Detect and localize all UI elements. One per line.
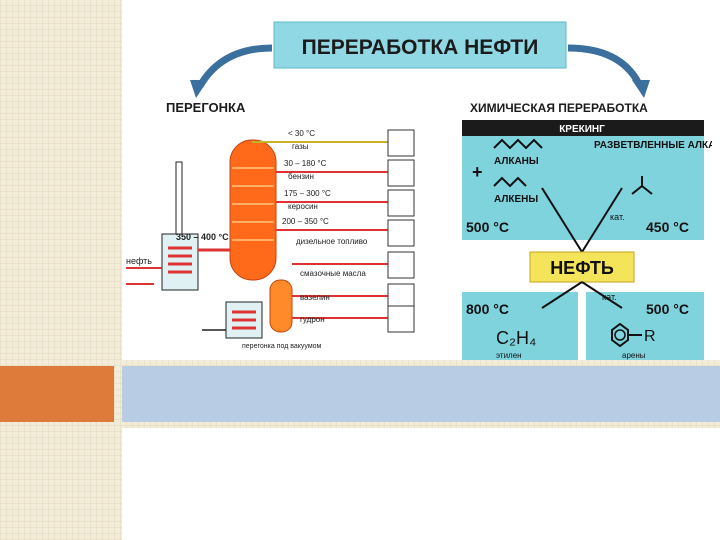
cross-arrows-top	[541, 187, 623, 253]
temp-450: 450 °C	[646, 219, 689, 235]
temp-800: 800 °C	[466, 301, 509, 317]
fraction-temp: 200 – 350 °C	[282, 217, 329, 226]
fraction-row: 175 – 300 °C керосин	[276, 189, 415, 217]
title-banner	[273, 21, 567, 69]
fraction-name: вазелин	[300, 293, 330, 302]
diagram-title: ПЕРЕРАБОТКА НЕФТИ	[302, 36, 539, 59]
branched-label: РАЗВЕТВЛЕННЫЕ АЛКАНЫ	[594, 140, 712, 151]
vacuum-column	[269, 279, 293, 333]
arrow-right-curve	[567, 44, 644, 88]
fraction-name: гудрон	[300, 315, 325, 324]
car-icon	[387, 159, 415, 187]
fraction-row: смазочные масла	[292, 251, 415, 279]
plus-sign: +	[472, 162, 483, 182]
alkenes-label: АЛКЕНЫ	[494, 194, 538, 205]
alkane-zigzag	[493, 138, 543, 150]
ethylene-block	[462, 292, 578, 360]
temp-500: 500 °C	[466, 219, 509, 235]
center-label: НЕФТЬ	[550, 258, 614, 278]
arrow-left-head	[190, 80, 208, 98]
cross-arrows-bottom	[541, 281, 623, 309]
furnace-coil	[168, 246, 192, 274]
benzene-ring-icon	[611, 322, 629, 348]
chemical-heading: ХИМИЧЕСКАЯ ПЕРЕРАБОТКА	[470, 101, 648, 115]
arene-r: R	[644, 328, 656, 345]
arrow-left-curve	[196, 44, 273, 88]
accent-bar-blue	[122, 366, 720, 422]
fraction-name: смазочные масла	[300, 269, 366, 278]
fraction-temp: < 30 °C	[288, 129, 315, 138]
tractor-icon	[387, 219, 415, 247]
cracking-label: КРЕКИНГ	[559, 124, 605, 135]
vacuum-label: перегонка под вакуумом	[242, 343, 322, 350]
bottom-panel	[122, 428, 720, 540]
temp-500b: 500 °C	[646, 301, 689, 317]
oil-cans-icon	[387, 251, 415, 279]
airplane-icon	[387, 189, 415, 217]
arene-name: арены	[622, 351, 646, 360]
catalyst-label-2: кат.	[602, 292, 617, 302]
center-label-box	[529, 251, 635, 283]
benzene-inner-circle	[614, 329, 626, 341]
fraction-temp: 175 – 300 °C	[284, 189, 331, 198]
vacuum-coil	[232, 310, 256, 330]
fraction-name: дизельное топливо	[296, 237, 368, 246]
ethylene-formula: C₂H₄	[496, 328, 536, 348]
fraction-temp: 30 – 180 °C	[284, 159, 327, 168]
fraction-name: бензин	[288, 172, 314, 181]
arene-block	[586, 292, 704, 360]
fraction-name: газы	[292, 142, 309, 151]
feed-lines	[126, 267, 162, 285]
fraction-row: < 30 °C газы	[252, 129, 415, 157]
fraction-name: керосин	[288, 202, 318, 211]
branched-structure	[631, 176, 653, 195]
furnace	[161, 233, 199, 291]
catalyst-label: кат.	[610, 212, 625, 222]
cracking-bar	[462, 120, 704, 136]
left-margin-panel	[0, 0, 114, 360]
column-trays	[232, 167, 274, 241]
road-roller-icon	[387, 305, 415, 333]
fraction-row: 30 – 180 °C бензин	[276, 159, 415, 187]
fraction-row: 200 – 350 °C дизельное топливо	[276, 217, 415, 247]
arrow-right-head	[632, 80, 650, 98]
distillation-column	[229, 139, 277, 281]
accent-bar-orange	[0, 366, 114, 422]
alkene-zigzag	[493, 176, 527, 188]
cracking-block	[462, 136, 704, 240]
ethylene-name: этилен	[496, 351, 522, 360]
furnace-temp: 350 – 400 °C	[176, 232, 229, 242]
alkanes-label: АЛКАНЫ	[494, 156, 539, 167]
fraction-row: гудрон	[292, 305, 415, 333]
oil-processing-diagram: ПЕРЕРАБОТКА НЕФТИ ПЕРЕГОНКА 350 – 400 °C…	[126, 21, 712, 360]
chimney-left	[175, 161, 183, 243]
gas-cylinder-icon	[387, 129, 415, 157]
input-label: нефть	[126, 256, 152, 266]
distillation-heading: ПЕРЕГОНКА	[166, 100, 246, 115]
